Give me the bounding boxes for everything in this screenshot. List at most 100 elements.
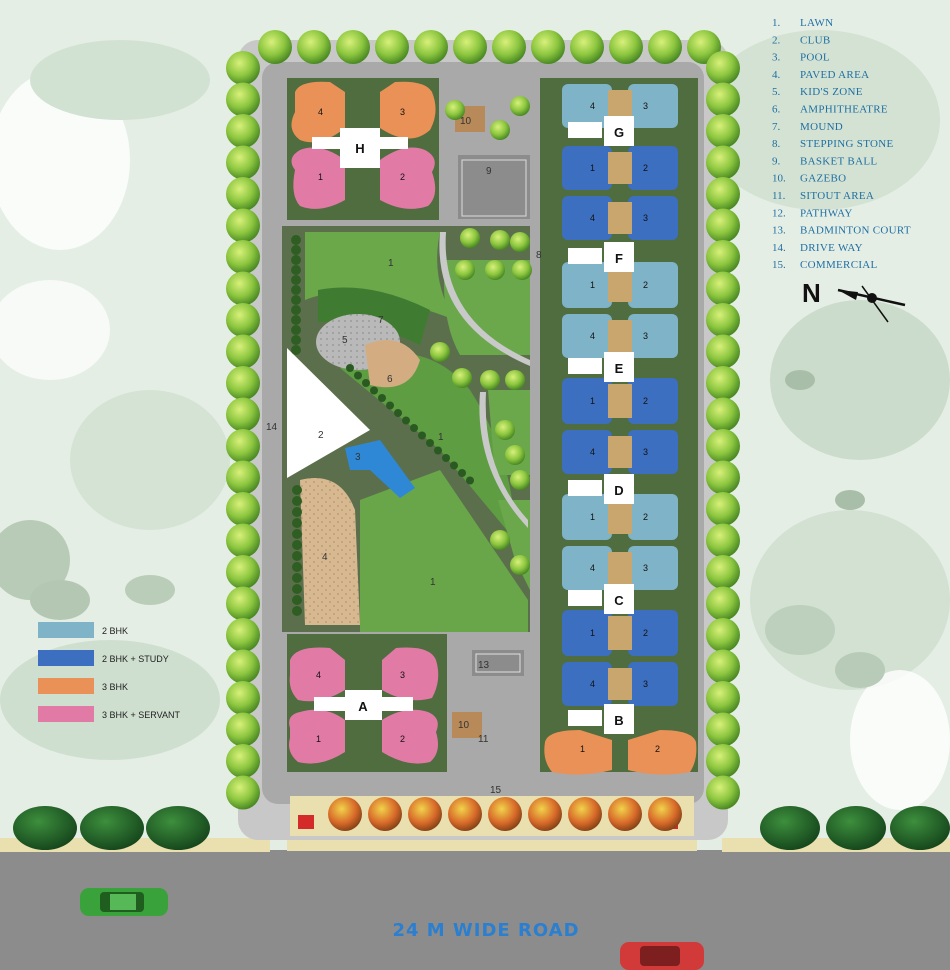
tower-column bbox=[540, 78, 698, 772]
unit-number: 4 bbox=[590, 679, 595, 689]
apartment-unit bbox=[628, 196, 678, 240]
car-green bbox=[80, 888, 168, 916]
shrub-icon bbox=[505, 445, 525, 465]
tree-icon bbox=[226, 208, 260, 243]
hedge-icon bbox=[291, 235, 301, 245]
unit-number: 3 bbox=[643, 679, 648, 689]
svg-text:10: 10 bbox=[458, 720, 470, 731]
tree-icon bbox=[706, 744, 740, 778]
hedge-icon bbox=[291, 285, 301, 295]
legend-label: COMMERCIAL bbox=[800, 259, 878, 271]
apartment-unit bbox=[562, 262, 612, 308]
tree-icon bbox=[226, 366, 260, 400]
apartment-unit bbox=[628, 494, 678, 540]
hedge-icon bbox=[458, 469, 466, 477]
hedge-icon bbox=[450, 461, 458, 470]
unit-number: 4 bbox=[590, 101, 595, 111]
tree-icon bbox=[706, 145, 740, 180]
hedge-icon bbox=[291, 325, 301, 335]
svg-text:1: 1 bbox=[438, 432, 444, 443]
apartment-unit bbox=[562, 146, 612, 190]
svg-text:4: 4 bbox=[316, 670, 321, 680]
legend-label: BASKET BALL bbox=[800, 155, 877, 167]
tree-icon bbox=[706, 712, 740, 747]
flower-icon bbox=[648, 797, 682, 831]
hedge-icon bbox=[362, 379, 370, 387]
hedge-icon bbox=[434, 446, 442, 455]
legend-number: 1. bbox=[772, 17, 781, 29]
tree-icon bbox=[706, 240, 740, 274]
tree-icon bbox=[226, 114, 260, 148]
flower-icon bbox=[568, 797, 602, 831]
tree-icon bbox=[492, 30, 526, 64]
tree-icon bbox=[706, 397, 740, 432]
svg-text:9: 9 bbox=[486, 166, 492, 177]
unit-number: 3 bbox=[643, 331, 648, 341]
legend-label: BADMINTON COURT bbox=[800, 225, 911, 237]
legend-label: STEPPING STONE bbox=[800, 138, 894, 150]
hedge-icon bbox=[370, 386, 378, 395]
apartment-unit bbox=[562, 610, 612, 656]
zone-labels: 1 1 1 2 3 4 5 6 7 8 9 10 10 11 13 14 15 bbox=[266, 116, 542, 796]
apartment-unit bbox=[628, 430, 678, 474]
pool bbox=[345, 440, 415, 498]
flower-icon bbox=[448, 797, 482, 831]
apartment-unit bbox=[562, 430, 612, 474]
tree-icon bbox=[706, 51, 740, 85]
svg-text:1: 1 bbox=[430, 577, 436, 588]
hedge-icon bbox=[346, 364, 354, 372]
shrub-icon bbox=[510, 555, 530, 575]
tower-core bbox=[604, 242, 634, 272]
interior-shrubs bbox=[291, 96, 532, 616]
unit-number: 2 bbox=[643, 280, 648, 290]
compass-icon bbox=[837, 285, 906, 323]
legend-number: 12. bbox=[772, 207, 786, 219]
apartment-unit bbox=[628, 84, 678, 128]
unit-number: 4 bbox=[590, 563, 595, 573]
legend-number: 14. bbox=[772, 242, 786, 254]
shrub-icon bbox=[430, 342, 450, 362]
legend-number: 13. bbox=[772, 225, 786, 237]
shrub-icon bbox=[490, 230, 510, 250]
basketball-court bbox=[458, 155, 530, 219]
unit-number: 3 bbox=[643, 213, 648, 223]
pathway-curve bbox=[439, 232, 530, 366]
tower-label-F: F bbox=[615, 251, 623, 266]
legend-label: PATHWAY bbox=[800, 207, 853, 219]
tree-icon bbox=[706, 82, 740, 117]
tree-icon bbox=[706, 114, 740, 148]
hedge-icon bbox=[292, 496, 302, 506]
hedge-icon bbox=[292, 485, 302, 495]
commercial-flower-row bbox=[328, 797, 682, 831]
unit-number: 2 bbox=[643, 512, 648, 522]
shrub-icon bbox=[480, 370, 500, 390]
apartment-unit bbox=[562, 314, 612, 358]
svg-text:14: 14 bbox=[266, 422, 278, 433]
svg-text:5: 5 bbox=[342, 335, 348, 346]
paved-area bbox=[300, 478, 360, 625]
tree-icon bbox=[375, 30, 409, 64]
stair-core bbox=[608, 552, 632, 584]
svg-text:11: 11 bbox=[478, 734, 489, 745]
apartment-unit bbox=[628, 262, 678, 308]
apartment-unit bbox=[562, 546, 612, 590]
tree-icon bbox=[226, 334, 260, 369]
hedge-icon bbox=[418, 431, 426, 440]
tower-core bbox=[604, 116, 634, 146]
hedge-icon bbox=[292, 507, 302, 517]
hedge-icon bbox=[291, 245, 301, 255]
apartment-unit bbox=[628, 314, 678, 358]
tree-icon bbox=[706, 555, 740, 589]
tower-connector bbox=[568, 248, 602, 264]
svg-text:1: 1 bbox=[580, 744, 585, 754]
hedge-icon bbox=[292, 529, 302, 539]
tree-icon bbox=[226, 271, 260, 306]
unit-key-swatch bbox=[38, 706, 94, 722]
svg-text:2: 2 bbox=[318, 430, 324, 441]
apartment-unit bbox=[562, 196, 612, 240]
tree-icon bbox=[706, 523, 740, 558]
stair-core bbox=[608, 268, 632, 302]
legend-label: DRIVE WAY bbox=[800, 242, 863, 254]
unit-number: 1 bbox=[590, 512, 595, 522]
tree-icon bbox=[226, 429, 260, 463]
